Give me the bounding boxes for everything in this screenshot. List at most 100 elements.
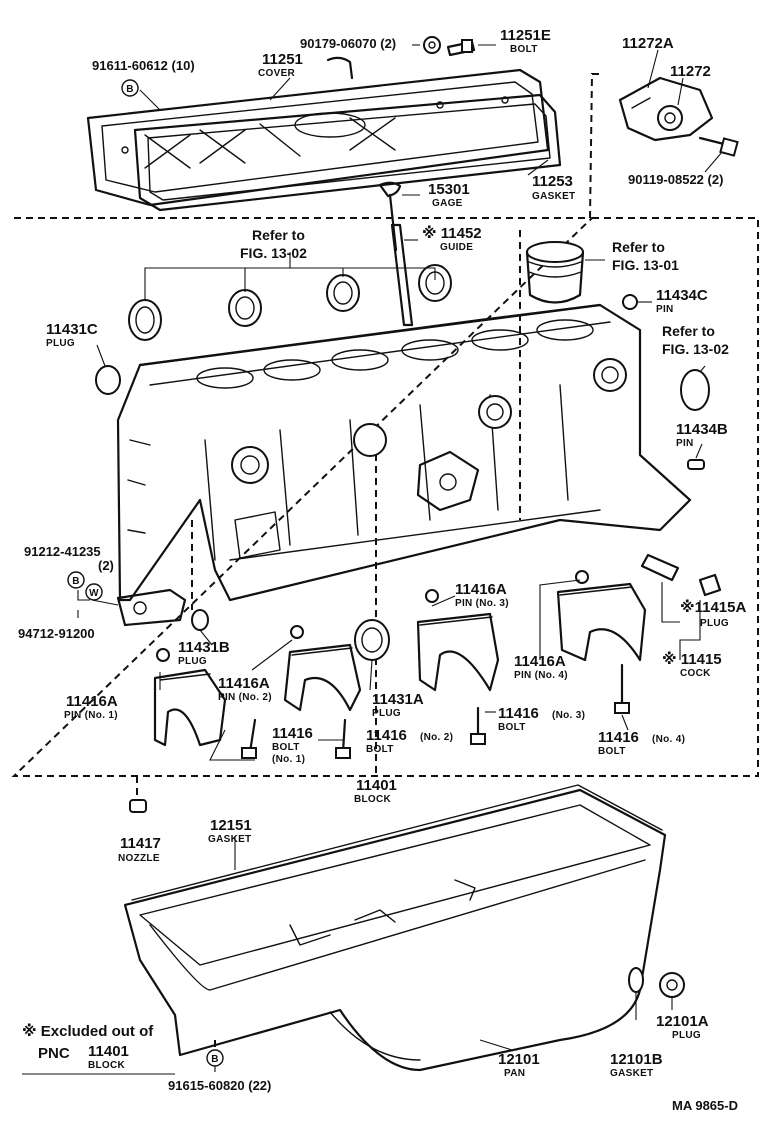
circle-marker-b-pan: B (206, 1049, 224, 1067)
label-11416A-pin1: 11416A (66, 693, 118, 710)
label-11272A: 11272A (622, 35, 674, 52)
sublabel-11416-bolt4: BOLT (598, 746, 626, 757)
piston-drawing (525, 241, 585, 304)
sublabel-11416A-pin1: PIN (No. 1) (64, 710, 118, 721)
bearing-cap-no4-drawing (556, 582, 647, 662)
label-11416-bolt1: 11416 (272, 725, 313, 742)
sublabel-12101-pan: PAN (504, 1068, 525, 1079)
cylinder-block-11401-drawing (116, 303, 692, 602)
label-12101B: 12101B (610, 1051, 663, 1068)
sublabel-11416-bolt1-no: (No. 1) (272, 754, 305, 765)
bearing-cap-no1-drawing (153, 668, 227, 747)
ref-fig-13-02-top-line1: Refer to (252, 227, 305, 243)
bearing-cap-no3-drawing (416, 612, 500, 692)
label-91611: 91611-60612 (10) (92, 58, 195, 73)
plug-right-drawing (680, 369, 710, 411)
label-11416A-pin4: 11416A (514, 653, 566, 670)
label-11452: ※ 11452 (422, 224, 482, 242)
svg-text:B: B (72, 576, 80, 587)
plug-11431B-drawing (191, 609, 209, 631)
label-91212: 91212-41235 (24, 544, 101, 559)
bolt-11416-no4-drawing (614, 663, 630, 714)
bolt-11251E-drawing (446, 39, 476, 57)
sublabel-12101A-plug: PLUG (672, 1030, 701, 1041)
bolt-11416-no2-drawing (335, 718, 351, 759)
sublabel-11416A-pin2: PIN (No. 2) (218, 692, 272, 703)
sublabel-11251-cover: COVER (258, 68, 296, 79)
nut-90179-drawing (423, 36, 441, 54)
label-11416-bolt4: 11416 (598, 729, 639, 746)
sublabel-11417-nozzle: NOZZLE (118, 853, 160, 864)
label-91212-qty: (2) (98, 558, 114, 573)
main-bearing-shells-drawing (128, 264, 452, 341)
sublabel-12151-gasket: GASKET (208, 834, 251, 845)
ref-fig-13-01-line2: FIG. 13-01 (612, 257, 679, 273)
label-11431A: 11431A (372, 691, 424, 708)
sublabel-11434C-pin: PIN (656, 304, 674, 315)
label-11416-bolt3: 11416 (498, 705, 539, 722)
circle-marker-w-bracket: W (85, 583, 103, 601)
label-11416A-pin2: 11416A (218, 675, 270, 692)
label-11416A-pin3: 11416A (455, 581, 507, 598)
svg-text:B: B (126, 84, 134, 95)
ref-fig-13-02-right-line1: Refer to (662, 323, 715, 339)
bracket-94712-drawing (116, 588, 187, 627)
label-11434C: 11434C (656, 287, 708, 304)
label-90119: 90119-08522 (2) (628, 172, 723, 187)
gasket-11253-drawing (133, 93, 562, 212)
sublabel-11253-gasket: GASKET (532, 191, 575, 202)
leader-lines (22, 44, 723, 1075)
sublabel-11416-bolt3: BOLT (498, 722, 526, 733)
bolt-11416-no1-drawing (241, 718, 257, 759)
note-excluded-line1: ※ Excluded out of (22, 1022, 154, 1040)
label-11431B: 11431B (178, 639, 230, 656)
sublabel-11416-bolt2-no: (No. 2) (420, 732, 453, 743)
sublabel-15301-gage: GAGE (432, 198, 463, 209)
oil-pan-12101-drawing (123, 788, 667, 1072)
label-12101A: 12101A (656, 1013, 709, 1030)
label-11434B: 11434B (676, 421, 728, 438)
label-91615: 91615-60820 (22) (168, 1078, 271, 1093)
pin-no1-drawing (156, 648, 170, 662)
sublabel-11415-cock: COCK (680, 668, 711, 679)
sublabel-11434B-pin: PIN (676, 438, 694, 449)
sublabel-11416A-pin4: PIN (No. 4) (514, 670, 568, 681)
label-11415: ※ 11415 (662, 650, 722, 668)
pin-no4-drawing (575, 570, 589, 584)
sublabel-11416-bolt4-no: (No. 4) (652, 734, 685, 745)
pin-no3-drawing (425, 589, 439, 603)
bearing-cap-no2-drawing (283, 643, 362, 712)
label-11272: 11272 (670, 63, 711, 80)
dipstick-gage-15301-drawing (378, 181, 402, 252)
label-11431C: 11431C (46, 321, 98, 338)
label-11415A: ※11415A (680, 598, 746, 616)
sublabel-11416A-pin3: PIN (No. 3) (455, 598, 509, 609)
label-12151: 12151 (210, 817, 252, 834)
pan-gasket-12151-drawing (131, 784, 663, 901)
pin-11434B-drawing (687, 459, 705, 470)
sublabel-11431B-plug: PLUG (178, 656, 207, 667)
sublabel-11452-guide: GUIDE (440, 242, 473, 253)
label-11251: 11251 (262, 51, 303, 68)
diagram-id: MA 9865-D (672, 1098, 738, 1113)
sublabel-11431A-plug: PLUG (372, 708, 401, 719)
label-11401: 11401 (356, 777, 397, 794)
sublabel-11416-bolt3-no: (No. 3) (552, 710, 585, 721)
ref-fig-13-02-right-line2: FIG. 13-02 (662, 341, 729, 357)
guide-tube-11452-drawing (390, 223, 414, 327)
nozzle-11417-drawing (129, 799, 147, 813)
ref-fig-13-01-line1: Refer to (612, 239, 665, 255)
bracket-11272-drawing (618, 76, 714, 142)
svg-text:B: B (211, 1054, 219, 1065)
label-94712: 94712-91200 (18, 626, 95, 641)
bolt-11416-no3-drawing (470, 706, 486, 745)
drain-plug-12101A-drawing (659, 972, 685, 998)
sublabel-12101B-gasket: GASKET (610, 1068, 653, 1079)
label-15301: 15301 (428, 181, 470, 198)
bolt-90119-drawing (698, 136, 739, 157)
circle-marker-b-bracket: B (67, 571, 85, 589)
drain-gasket-12101B-drawing (628, 967, 644, 993)
sublabel-11251E-bolt: BOLT (510, 44, 538, 55)
circle-marker-b-cover: B (121, 79, 139, 97)
